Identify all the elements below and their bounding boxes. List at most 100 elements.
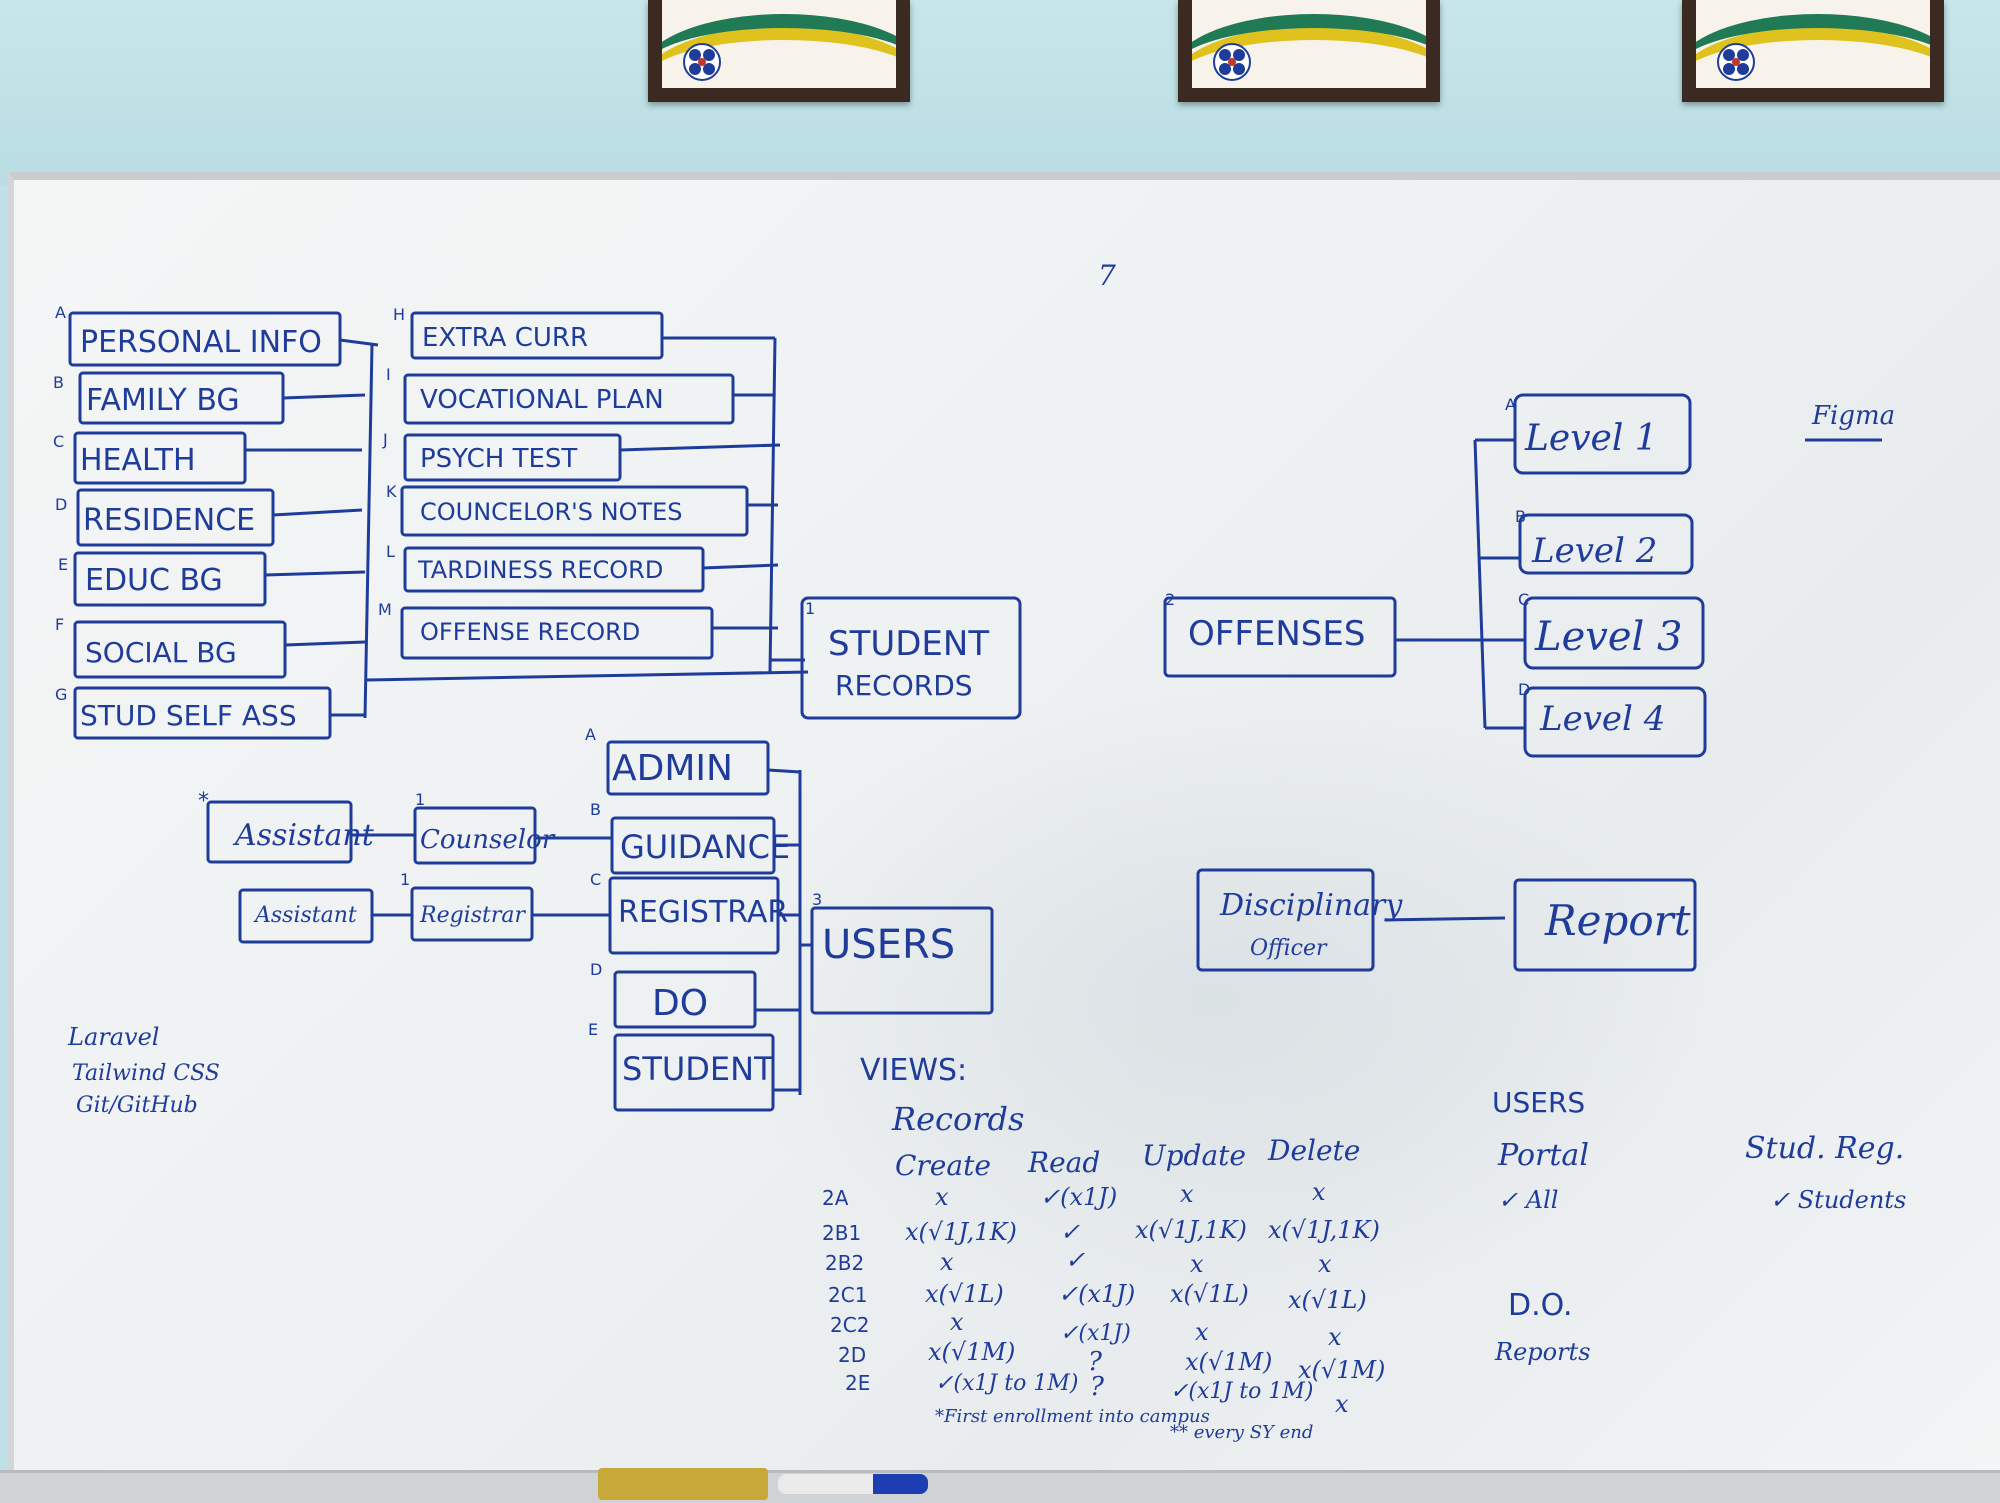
portal-label: Portal bbox=[1497, 1138, 1589, 1173]
cell-read: ? bbox=[1090, 1372, 1105, 1402]
picture-frame bbox=[648, 0, 910, 102]
row-id: 2D bbox=[838, 1343, 866, 1367]
assistant-label: Assistant bbox=[253, 903, 357, 928]
row-id: 2C1 bbox=[828, 1283, 867, 1307]
emblem-icon bbox=[1213, 43, 1251, 81]
do-value: Reports bbox=[1494, 1338, 1591, 1366]
level-tag: C bbox=[1518, 590, 1529, 609]
field-tag: C bbox=[53, 432, 64, 451]
cell-delete: x(√1L) bbox=[1288, 1286, 1367, 1314]
views-header: Read bbox=[1027, 1146, 1100, 1179]
cell-update: x(√1L) bbox=[1170, 1280, 1249, 1308]
role-tag: A bbox=[585, 725, 596, 744]
figma-label: Figma bbox=[1811, 401, 1895, 431]
cell-create: ✓(x1J to 1M) bbox=[935, 1371, 1078, 1396]
field-label: HEALTH bbox=[80, 443, 196, 478]
field-label: SOCIAL BG bbox=[85, 636, 237, 669]
cell-create: x(√1M) bbox=[928, 1338, 1015, 1366]
tech-stack-item: Git/GitHub bbox=[76, 1093, 198, 1118]
wall bbox=[0, 0, 2000, 185]
views-title: VIEWS: bbox=[860, 1053, 967, 1088]
picture-frame bbox=[1178, 0, 1440, 102]
row-id: 2E bbox=[845, 1371, 870, 1395]
field-tag: J bbox=[382, 430, 388, 449]
counselor-label: Counselor bbox=[420, 825, 556, 855]
assistant-label: Assistant bbox=[232, 818, 375, 853]
assistant-star: * bbox=[198, 789, 209, 814]
field-tag: M bbox=[378, 600, 392, 619]
field-label: COUNCELOR'S NOTES bbox=[420, 498, 683, 526]
cell-read: ✓ bbox=[1060, 1218, 1080, 1246]
offenses-label: OFFENSES bbox=[1188, 614, 1365, 654]
stud-reg-title: Stud. Reg. bbox=[1745, 1131, 1904, 1166]
stray-mark: 7 bbox=[1098, 259, 1116, 292]
role-label: GUIDANCE bbox=[620, 828, 790, 866]
row-id: 2A bbox=[822, 1186, 849, 1210]
student-records-line2: RECORDS bbox=[835, 669, 973, 702]
cell-delete: x(√1J,1K) bbox=[1268, 1216, 1380, 1244]
cell-create: x bbox=[935, 1183, 949, 1211]
disciplinary-line1: Disciplinary bbox=[1219, 888, 1403, 923]
node-tag: 2 bbox=[1165, 590, 1175, 609]
row-id: 2C2 bbox=[830, 1313, 869, 1337]
cell-update: x(√1M) bbox=[1185, 1348, 1272, 1376]
row-id: 2B1 bbox=[822, 1221, 861, 1245]
cell-delete: x(√1M) bbox=[1298, 1356, 1385, 1384]
users-view-title: USERS bbox=[1492, 1086, 1585, 1119]
cell-update: ✓(x1J to 1M) bbox=[1170, 1379, 1313, 1404]
views-table: VIEWS: Records Create Read Update Delete… bbox=[822, 1053, 1385, 1443]
level-label: Level 2 bbox=[1531, 531, 1657, 571]
cell-create: x bbox=[950, 1308, 964, 1336]
cell-read: ✓(x1J) bbox=[1040, 1183, 1117, 1211]
cell-create: x(√1J,1K) bbox=[905, 1218, 1017, 1246]
cell-update: x bbox=[1180, 1180, 1194, 1208]
field-tag: G bbox=[55, 685, 67, 704]
cell-read: ✓(x1J) bbox=[1058, 1280, 1135, 1308]
field-label: TARDINESS RECORD bbox=[417, 556, 663, 584]
field-tag: H bbox=[393, 305, 405, 324]
views-header: Create bbox=[895, 1149, 991, 1182]
users-tree bbox=[206, 740, 1697, 1112]
cell-read: ✓(x1J) bbox=[1060, 1321, 1131, 1346]
level-tag: A bbox=[1505, 395, 1516, 414]
field-tag: I bbox=[386, 365, 391, 384]
cell-read: ✓ bbox=[1065, 1246, 1085, 1274]
role-tag: D bbox=[590, 960, 602, 979]
field-label: STUD SELF ASS bbox=[80, 699, 297, 732]
record-fields-left bbox=[68, 311, 809, 740]
report-label: Report bbox=[1544, 896, 1691, 945]
field-label: PSYCH TEST bbox=[420, 444, 577, 474]
cell-update: x(√1J,1K) bbox=[1135, 1216, 1247, 1244]
cell-create: x bbox=[940, 1248, 954, 1276]
cell-create: x(√1L) bbox=[925, 1280, 1004, 1308]
users-view: USERS Portal ✓ All D.O. Reports Stud. Re… bbox=[1492, 1086, 1906, 1366]
level-label: Level 1 bbox=[1524, 418, 1658, 459]
cell-delete: x bbox=[1328, 1323, 1342, 1351]
level-label: Level 4 bbox=[1539, 699, 1665, 739]
field-tag: A bbox=[55, 303, 66, 322]
field-label: FAMILY BG bbox=[86, 383, 240, 418]
note-update: ** every SY end bbox=[1170, 1422, 1313, 1443]
field-label: EXTRA CURR bbox=[422, 323, 588, 353]
role-label: REGISTRAR bbox=[618, 895, 788, 930]
emblem-icon bbox=[683, 43, 721, 81]
disciplinary-line2: Officer bbox=[1250, 936, 1328, 961]
cell-read: ? bbox=[1088, 1347, 1103, 1377]
views-header: Update bbox=[1142, 1139, 1246, 1172]
emblem-icon bbox=[1717, 43, 1755, 81]
note-create: *First enrollment into campus bbox=[935, 1406, 1210, 1427]
role-label: DO bbox=[652, 983, 708, 1024]
field-label: VOCATIONAL PLAN bbox=[420, 385, 664, 415]
level-tag: B bbox=[1515, 507, 1526, 526]
student-records-line1: STUDENT bbox=[828, 624, 989, 664]
cell-delete: x bbox=[1335, 1390, 1349, 1418]
whiteboard bbox=[8, 172, 2000, 1480]
role-tag: C bbox=[590, 870, 601, 889]
views-records: Records bbox=[891, 1100, 1024, 1138]
record-fields-right-labels: H EXTRA CURR I VOCATIONAL PLAN J PSYCH T… bbox=[378, 305, 683, 646]
student-records-node bbox=[800, 596, 1022, 720]
stud-reg-value: ✓ Students bbox=[1770, 1186, 1906, 1214]
field-tag: E bbox=[58, 555, 68, 574]
field-label: EDUC BG bbox=[85, 563, 223, 598]
